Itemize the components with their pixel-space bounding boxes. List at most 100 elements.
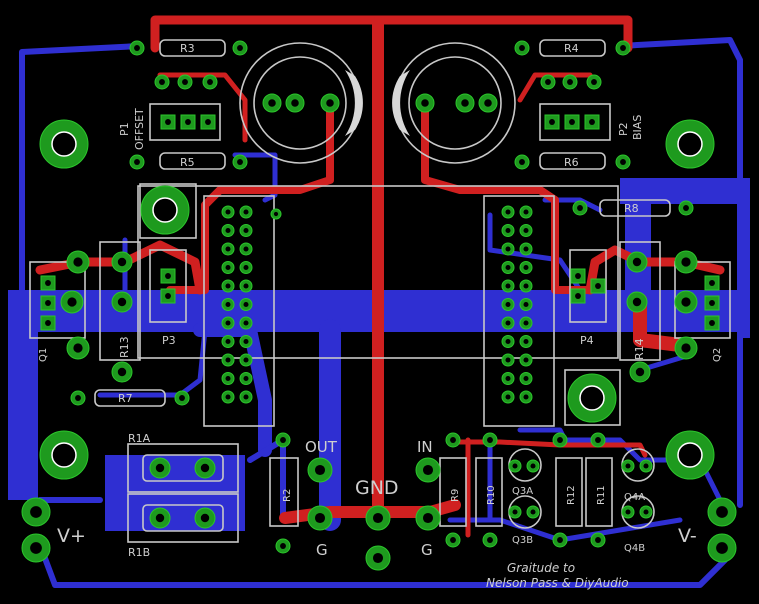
pad-hole	[280, 437, 286, 443]
pad-hole	[225, 338, 231, 345]
label-r3: R3	[180, 42, 195, 55]
pad-hole	[45, 280, 51, 286]
pad-hole	[207, 79, 213, 85]
credit-line-2: Nelson Pass & DiyAudio	[486, 576, 629, 590]
label-bias: BIAS	[631, 115, 644, 140]
label-r7: R7	[118, 392, 133, 405]
label-q3b: Q3B	[512, 535, 533, 546]
pad-hole	[225, 394, 231, 400]
pad-hole	[557, 537, 563, 543]
pad-hole	[505, 227, 511, 234]
pad-hole	[523, 246, 529, 252]
pad-hole	[575, 273, 581, 279]
pad-hole	[523, 357, 529, 363]
pads	[21, 40, 737, 571]
pad-hole	[165, 293, 171, 299]
pad-hole	[117, 367, 127, 377]
pad-hole	[545, 79, 551, 85]
pad-hole	[182, 79, 188, 85]
pad-hole	[450, 537, 456, 543]
pad-hole	[683, 205, 689, 211]
label-r10: R10	[486, 485, 497, 505]
pad-hole	[200, 513, 210, 523]
pad-hole	[505, 209, 511, 215]
pad-hole	[225, 227, 231, 234]
label-r13: R13	[118, 336, 131, 358]
pad-hole	[243, 320, 249, 326]
pad-hole	[291, 99, 299, 107]
pad-hole	[67, 297, 77, 307]
pad-hole	[243, 209, 249, 215]
pad-hole	[625, 509, 631, 515]
pad-hole	[243, 375, 249, 382]
pad-hole	[205, 119, 211, 125]
pad-hole	[681, 343, 691, 353]
pad-hole	[575, 293, 581, 299]
pad-hole	[73, 257, 83, 267]
pad-hole	[523, 209, 529, 215]
pad-hole	[422, 464, 434, 476]
label-offset: OFFSET	[133, 108, 146, 150]
label-vminus: V-	[678, 525, 697, 547]
pad-hole	[225, 209, 231, 215]
label-p3: P3	[162, 334, 176, 347]
pad-hole	[512, 463, 518, 469]
label-in: IN	[417, 438, 433, 456]
pad-hole	[326, 99, 334, 107]
pad-hole	[681, 297, 691, 307]
pad-hole	[505, 320, 511, 326]
pad-hole	[314, 464, 326, 476]
pad-hole	[595, 283, 601, 289]
pad-hole	[225, 283, 231, 289]
pad-hole	[117, 297, 127, 307]
pad-hole	[589, 119, 595, 125]
mounting-hole-inner	[152, 197, 178, 223]
pad-hole	[73, 343, 83, 353]
pad-hole	[569, 119, 575, 125]
pad-hole	[179, 395, 185, 401]
mounting-hole-inner	[51, 131, 77, 157]
pad-hole	[487, 437, 493, 443]
pad-hole	[643, 463, 649, 469]
pad-hole	[237, 45, 243, 51]
pad-hole	[372, 512, 384, 524]
mounting-hole-inner	[579, 385, 605, 411]
pad-hole	[200, 463, 210, 473]
label-p2: P2	[617, 122, 630, 136]
mounting-hole-inner	[51, 442, 77, 468]
pad-hole	[45, 300, 51, 306]
pad-hole	[512, 509, 518, 515]
pad-hole	[505, 246, 511, 252]
pad-hole	[75, 395, 81, 401]
silkscreen-labels: R3 R4 R5 R6 R7 R8 R1A R1B R13 R14 R2 R9 …	[38, 42, 723, 590]
pad-hole	[620, 45, 626, 51]
pad-hole	[243, 301, 249, 308]
pad-hole	[557, 437, 563, 443]
pad-hole	[625, 463, 631, 469]
label-q3a: Q3A	[512, 486, 533, 497]
label-g-right: G	[421, 541, 433, 559]
label-out: OUT	[305, 438, 338, 456]
pad-hole	[243, 264, 249, 271]
pad-hole	[505, 264, 511, 271]
label-r12: R12	[566, 485, 577, 505]
pad-hole	[681, 257, 691, 267]
pad-hole	[620, 159, 626, 165]
label-r5: R5	[180, 156, 195, 169]
pad-hole	[225, 375, 231, 382]
pad-hole	[643, 509, 649, 515]
pad-hole	[243, 394, 249, 400]
pad-hole	[243, 246, 249, 252]
label-r11: R11	[596, 485, 607, 505]
pad-hole	[632, 297, 642, 307]
pad-hole	[709, 280, 715, 286]
label-q4a: Q4A	[624, 492, 645, 503]
label-vplus: V+	[57, 525, 86, 547]
pad-hole	[577, 205, 583, 211]
pad-hole	[155, 463, 165, 473]
pad-hole	[716, 506, 728, 518]
pad-hole	[716, 542, 728, 554]
pad-hole	[595, 537, 601, 543]
pad-hole	[268, 99, 276, 107]
